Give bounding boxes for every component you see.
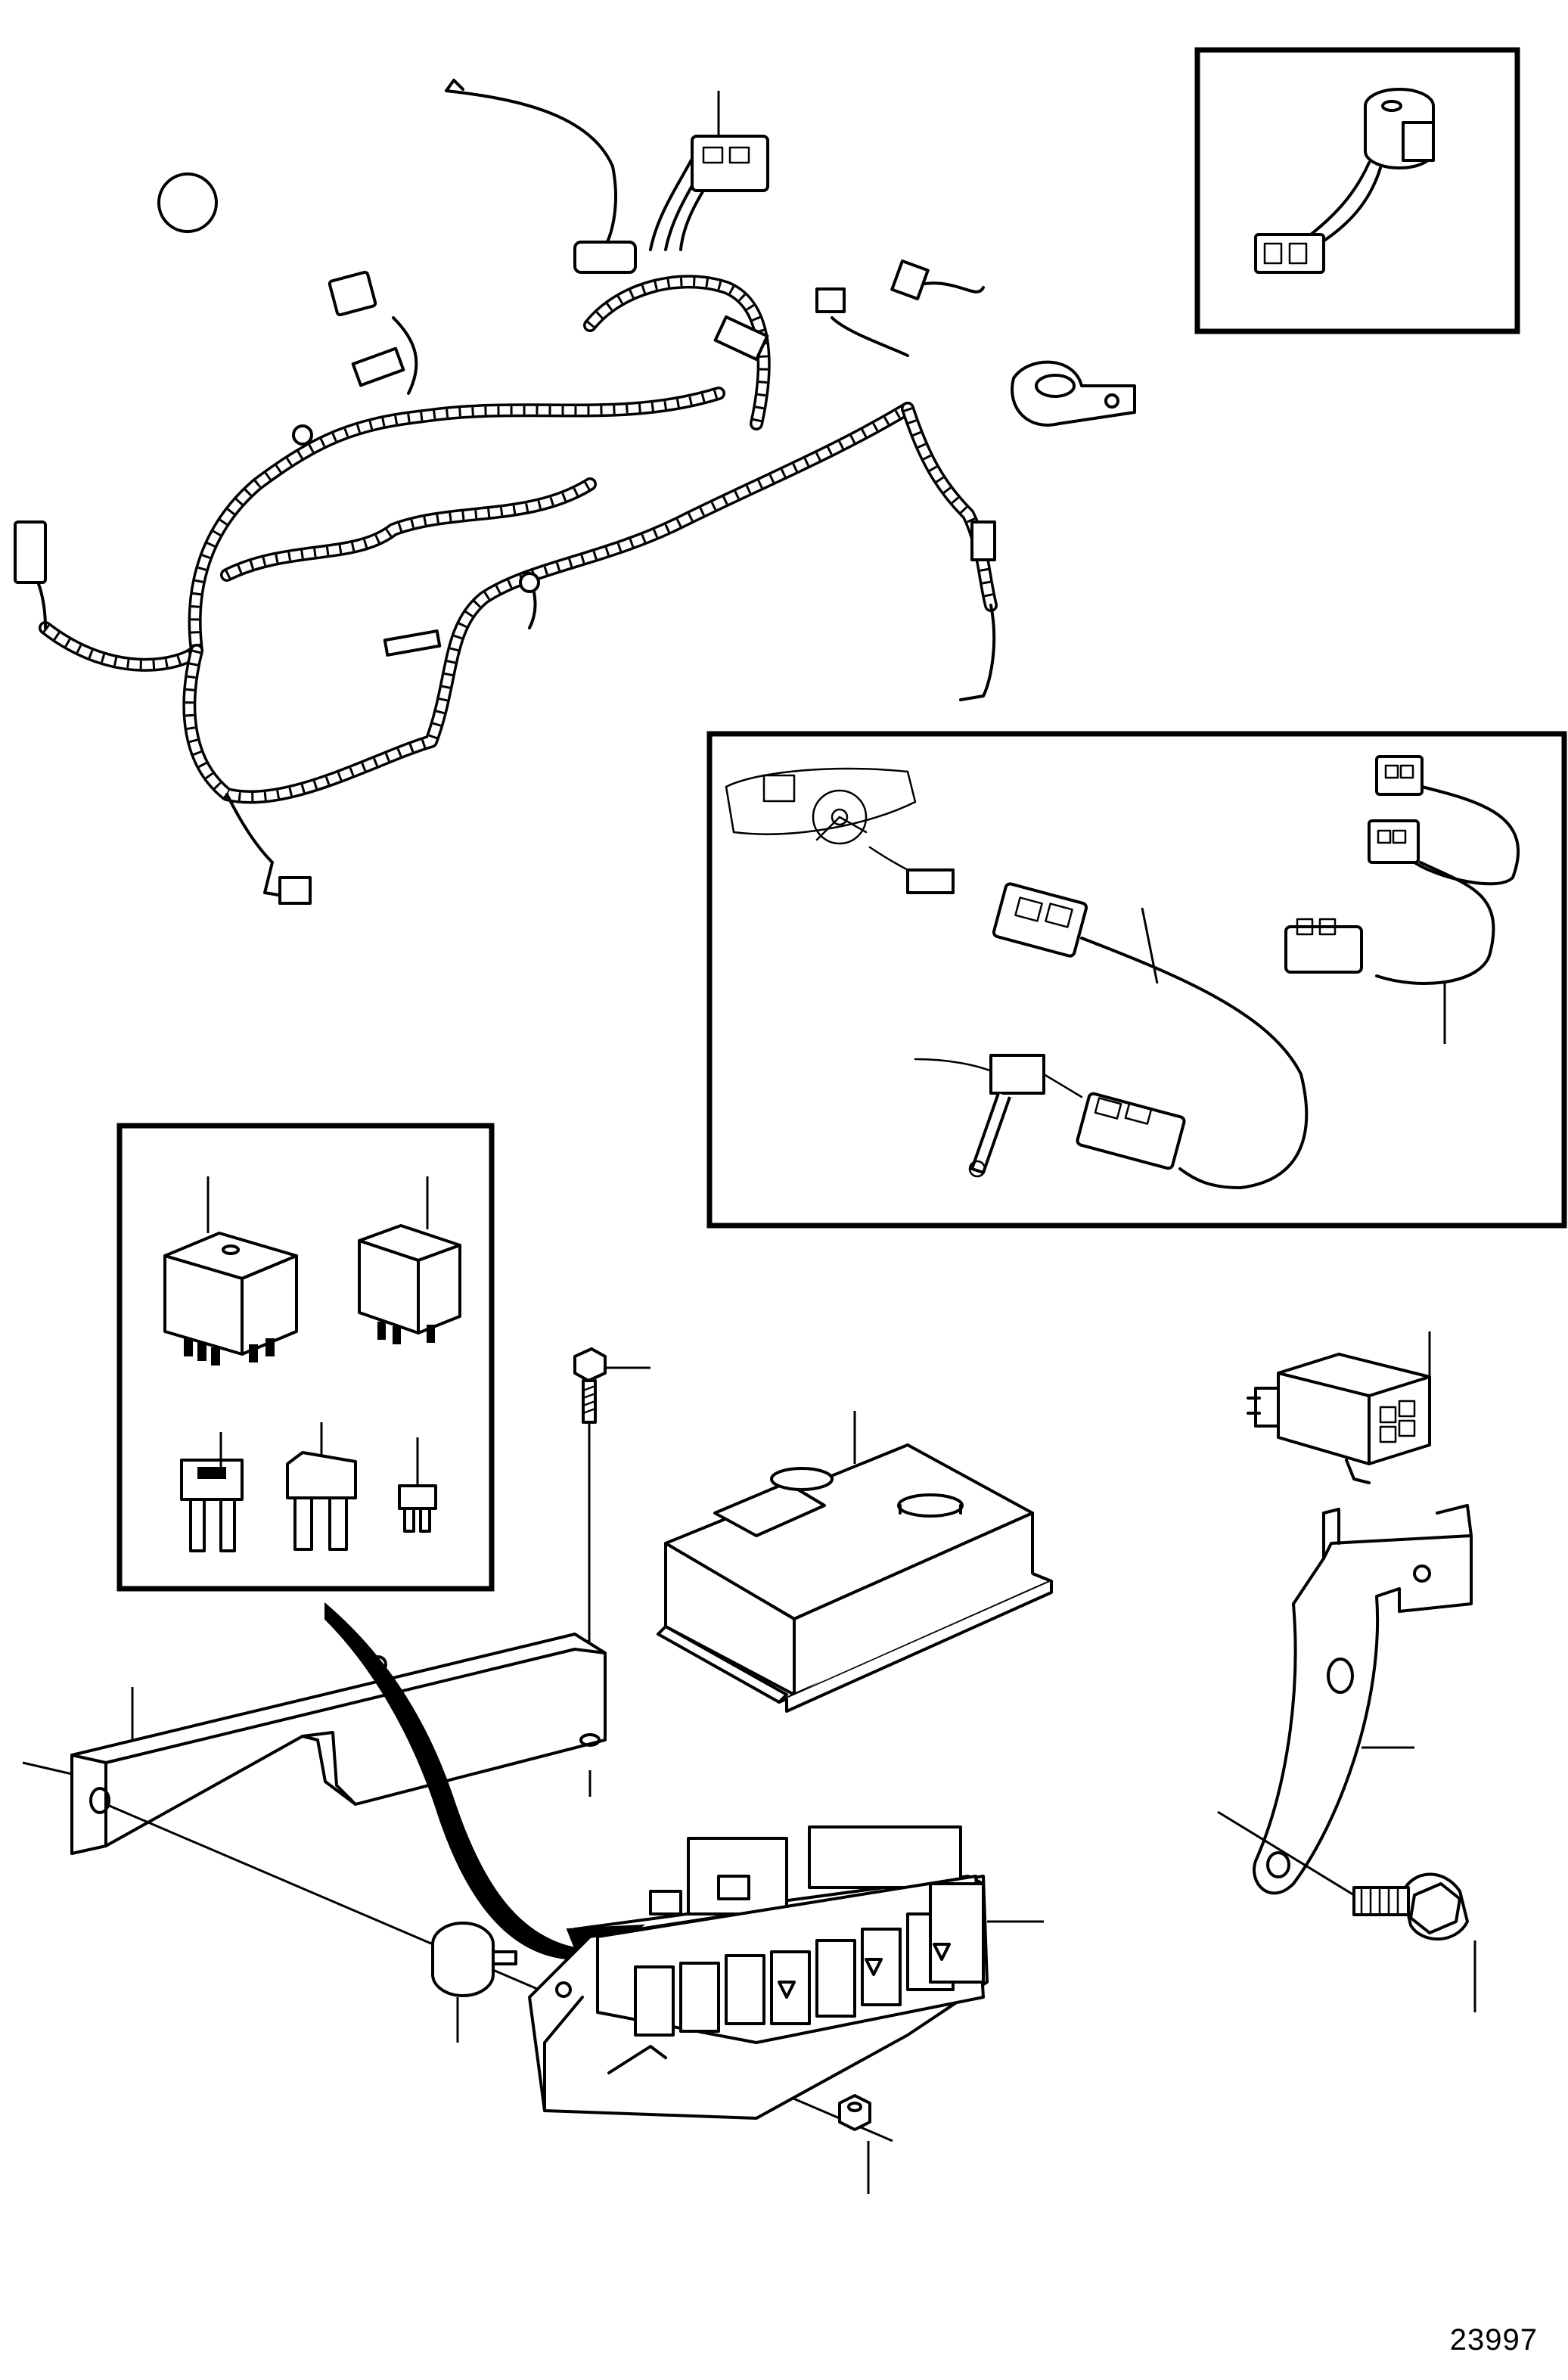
relay-fuse-inset-frame: [116, 1123, 495, 1592]
harness-clip-4: [713, 315, 769, 362]
cable-clip: [1011, 360, 1136, 427]
relay-large: [163, 1232, 298, 1366]
harness-connector-end-left: [14, 520, 47, 584]
harness-clip-3: [383, 629, 442, 657]
main-wiring-harness: [14, 79, 998, 905]
sensor-inset-frame: [1194, 47, 1520, 334]
leader-line-washer-screw: [22, 1761, 73, 1776]
harness-connector-left: [328, 270, 377, 317]
sensor-component: [1254, 88, 1435, 274]
harness-connector-branch: [815, 287, 846, 313]
long-bolt: [573, 1347, 607, 1732]
dashboard-sketch: [725, 767, 924, 879]
mounting-plate: [70, 1633, 607, 1855]
harness-clip-1: [351, 346, 405, 387]
instrument-inset-frame: [706, 731, 1567, 1229]
sensor-inset: [1194, 47, 1520, 334]
relay-small: [358, 1224, 461, 1344]
fuse-mini: [398, 1484, 437, 1533]
figure-number: 23997: [1449, 2323, 1538, 2357]
adapter-cable: [1284, 755, 1520, 985]
fuse-medium: [286, 1451, 357, 1551]
leader-line-instrument-cable: [1141, 907, 1159, 984]
fuse-relay-box: [528, 1825, 989, 2120]
instrument-cable-connector-left: [992, 882, 1088, 958]
lever-sensor-sketch: [914, 1054, 1083, 1178]
control-unit-cover: [657, 1443, 1053, 1713]
connector-bracket: [1253, 1504, 1473, 1895]
fuse-large: [180, 1459, 244, 1552]
reference-circle: [157, 172, 218, 233]
hex-nut: [838, 2094, 871, 2131]
instrument-cable: [1080, 937, 1309, 1189]
instrument-cable-inset: [706, 731, 1567, 1229]
harness-connector-bottom: [278, 876, 312, 905]
flange-bolt: [1217, 1810, 1469, 1941]
multi-pin-connector: [1247, 1353, 1431, 1484]
harness-connector-right: [890, 259, 930, 300]
harness-clip-5: [970, 520, 996, 561]
harness-clip-2: [573, 241, 637, 274]
relay-fuse-inset: [116, 1123, 495, 1592]
rubber-damper: [431, 1922, 517, 1997]
